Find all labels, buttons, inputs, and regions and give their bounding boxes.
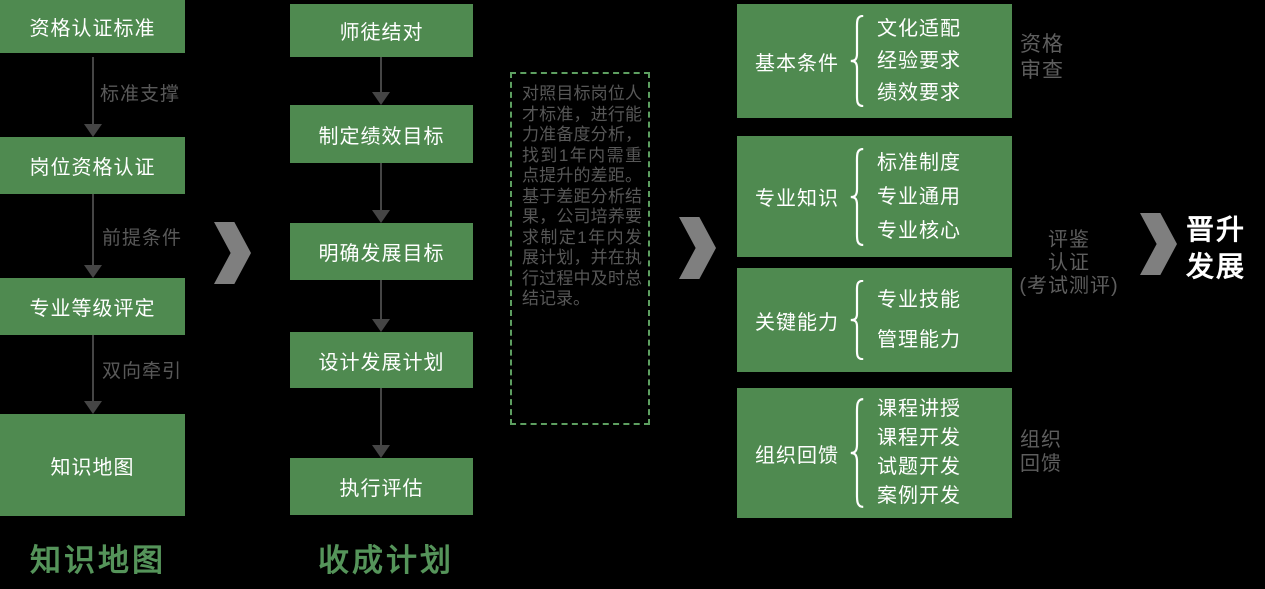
qualification-review-line1: 资格 <box>1020 33 1064 56</box>
basic-conditions-label: 基本条件 <box>755 52 839 75</box>
assessment-line2: 认证 <box>1048 252 1090 274</box>
cert-standard-box: 资格认证标准 <box>0 0 185 53</box>
performance-goal-box: 制定绩效目标 <box>290 105 473 163</box>
development-goal-box: 明确发展目标 <box>290 223 473 280</box>
group-item: 管理能力 <box>877 329 961 351</box>
arrow-label-two-way-pull: 双向牵引 <box>102 361 183 382</box>
down-arrow-6 <box>372 280 390 332</box>
down-arrow-7 <box>372 388 390 458</box>
brace-icon <box>849 15 865 107</box>
knowledge-map-title: 知识地图 <box>30 543 166 578</box>
group-item: 课程开发 <box>877 427 961 449</box>
assessment-line1: 评鉴 <box>1048 229 1090 251</box>
group-item: 课程讲授 <box>877 398 961 420</box>
promotion-development-text: 晋升 发展 <box>1186 211 1246 285</box>
org-feedback-line1: 组织 <box>1020 429 1062 451</box>
development-line: 发展 <box>1186 251 1247 282</box>
key-ability-label: 关键能力 <box>755 311 839 334</box>
arrow-label-standard-support: 标准支撑 <box>100 84 181 105</box>
chevron-arrow-1 <box>214 222 251 284</box>
down-arrow-1 <box>84 57 102 137</box>
assessment-label: 评鉴 认证 (考试测评) <box>1008 229 1130 298</box>
down-arrow-3 <box>84 335 102 414</box>
group-item: 专业通用 <box>877 185 961 208</box>
org-feedback-line2: 回馈 <box>1020 453 1062 475</box>
professional-grade-box: 专业等级评定 <box>0 278 185 335</box>
chevron-arrow-2 <box>679 217 716 279</box>
group-item: 专业技能 <box>877 289 961 311</box>
brace-icon <box>849 280 865 360</box>
down-arrow-2 <box>84 194 102 278</box>
harvest-plan-title: 收成计划 <box>318 543 454 578</box>
group-item: 案例开发 <box>877 485 961 507</box>
brace-icon <box>849 148 865 246</box>
development-plan-box: 设计发展计划 <box>290 332 473 388</box>
group-item: 经验要求 <box>877 50 961 72</box>
group-item: 标准制度 <box>877 151 961 174</box>
qualification-review-label: 资格 审查 <box>1020 32 1064 84</box>
org-feedback-group-label: 组织回馈 <box>755 444 839 467</box>
promotion-line: 晋升 <box>1186 214 1247 245</box>
key-ability-group: 关键能力 专业技能 管理能力 <box>737 268 1012 372</box>
org-feedback-label: 组织 回馈 <box>1020 428 1062 476</box>
basic-conditions-group: 基本条件 文化适配 经验要求 绩效要求 <box>737 4 1012 118</box>
group-item: 文化适配 <box>877 18 961 40</box>
qualification-review-line2: 审查 <box>1020 59 1064 82</box>
group-item: 专业核心 <box>877 219 961 242</box>
arrow-label-precondition: 前提条件 <box>102 228 183 249</box>
mentor-pairing-box: 师徒结对 <box>290 4 473 57</box>
down-arrow-5 <box>372 163 390 223</box>
note-box: 对照目标岗位人才标准，进行能力准备度分析，找到1年内需重点提升的差距。基于差距分… <box>510 72 650 425</box>
professional-knowledge-group: 专业知识 标准制度 专业通用 专业核心 <box>737 136 1012 257</box>
knowledge-map-box: 知识地图 <box>0 414 185 516</box>
down-arrow-4 <box>372 57 390 105</box>
org-feedback-group: 组织回馈 课程讲授 课程开发 试题开发 案例开发 <box>737 388 1012 518</box>
brace-icon <box>849 398 865 508</box>
execution-evaluation-box: 执行评估 <box>290 458 473 515</box>
group-item: 试题开发 <box>877 456 961 478</box>
professional-knowledge-label: 专业知识 <box>755 188 839 210</box>
chevron-arrow-3 <box>1140 213 1177 275</box>
assessment-line3: (考试测评) <box>1019 275 1119 297</box>
group-item: 绩效要求 <box>877 82 961 104</box>
post-qualification-box: 岗位资格认证 <box>0 137 185 194</box>
